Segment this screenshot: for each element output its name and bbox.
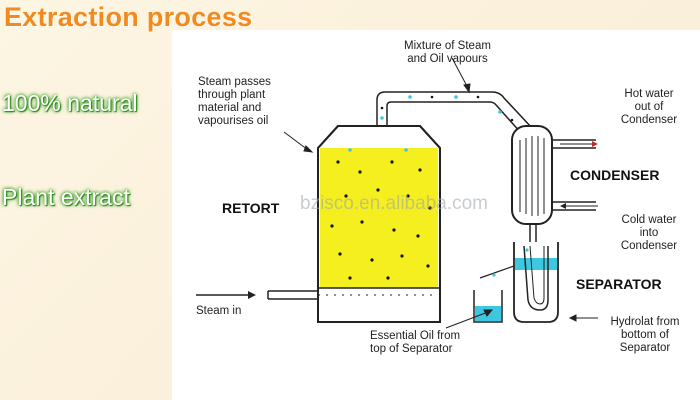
essential-oil-label: Essential Oil from top of Separator (370, 330, 461, 355)
vapour-pipe-dots (380, 95, 514, 122)
hot-water-label: Hot water out of Condenser (620, 88, 678, 126)
condenser (511, 125, 596, 246)
cold-water-label: Cold water into Condenser (620, 214, 678, 252)
oil-beaker (473, 290, 503, 323)
separator (479, 242, 559, 323)
vapour-pipe (376, 91, 533, 135)
watermark: bzisco.en.alibaba.com (300, 193, 488, 214)
cold-water-arrow (560, 203, 598, 209)
separator-label: SEPARATOR (576, 276, 662, 292)
retort-label: RETORT (222, 200, 280, 216)
steam-passes-label: Steam passes through plant material and … (198, 76, 271, 127)
leader-lines (283, 57, 598, 329)
side-label-natural: 100% natural (2, 90, 138, 116)
steam-dots (348, 95, 529, 277)
plant-material-dots (330, 160, 432, 280)
steam-in-label: Steam in (196, 305, 242, 317)
mixture-label: Mixture of Steam and Oil vapours (404, 40, 491, 65)
hydrolat-label: Hydrolat from bottom of Separator (610, 316, 680, 354)
heading: Extraction process (4, 2, 253, 32)
condenser-label: CONDENSER (570, 167, 660, 183)
steam-in-pipe (267, 290, 438, 300)
steam-in-arrow (196, 291, 256, 299)
hot-water-arrow (560, 141, 598, 147)
retort-vessel (317, 125, 441, 323)
side-label-plant: Plant extract (2, 184, 130, 210)
